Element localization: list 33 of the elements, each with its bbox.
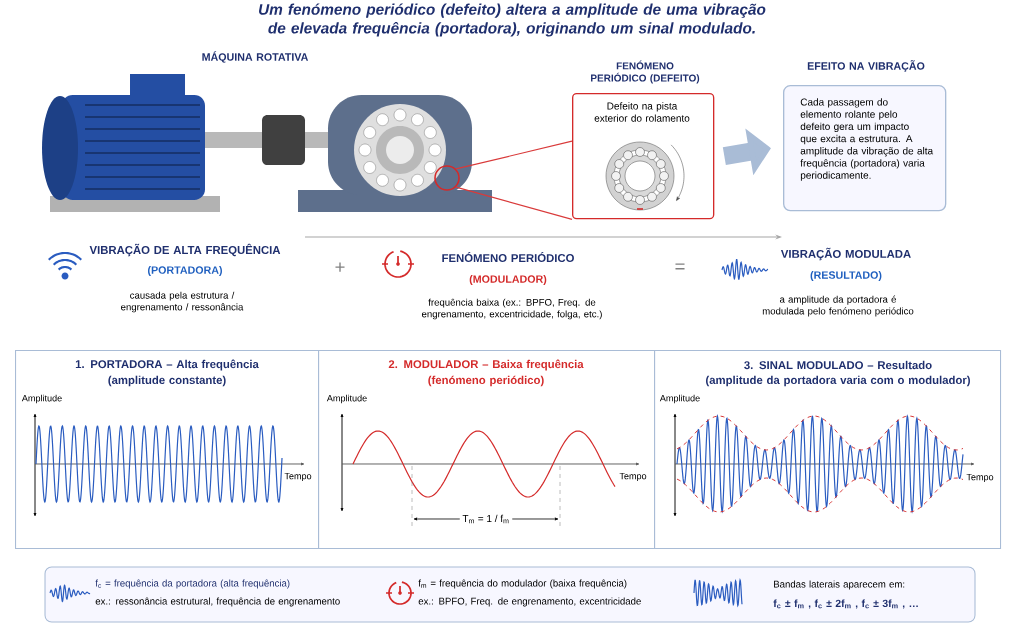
item-subheading: (RESULTADO) <box>810 271 882 281</box>
box-heading: FENÓMENO PERIÓDICO (DEFEITO) <box>591 60 700 84</box>
item-heading: VIBRAÇÃO DE ALTA FREQUÊNCIA <box>89 243 281 257</box>
equals-sign: = <box>675 263 685 270</box>
section-heading: MÁQUINA ROTATIVA <box>202 51 309 63</box>
item-heading: VIBRAÇÃO MODULADA <box>780 247 911 261</box>
item-heading: FENÓMENO PERIÓDICO <box>442 251 574 263</box>
defect-box: Defeito na pista exterior do rolamento <box>572 93 715 220</box>
highlight-circle <box>434 165 460 191</box>
info-box: Cada passagem do elemento rolante pelo defeito gera um impacto que excita a estrutura. A amplitude da vibração de alta frequência (portadora) varia periodicamente. <box>783 85 947 212</box>
leader-line <box>455 140 573 170</box>
plus-sign: + <box>335 262 345 272</box>
legend-text: ex.: ressonância estrutural, frequência de engrenamento <box>95 597 340 607</box>
axis-label: Tempo <box>284 472 312 482</box>
legend-text: ex.: BPFO, Freq. de engrenamento, excentricidade <box>418 597 641 607</box>
legend-text: f$_{m}$ = frequência do modulador (baixa frequência) <box>418 579 627 589</box>
legend-text: f$_{c}$ ± f$_{m}$ , f$_{c}$ ± 2f$_{m}$ , f$_{c}$ ± 3f$_{m}$ , … <box>773 599 918 609</box>
axis-label: Tempo <box>619 472 647 482</box>
item-description: frequência baixa (ex.: BPFO, Freq. de engrenamento, excentricidade, folga, etc.) <box>421 298 602 320</box>
box-heading: EFEITO NA VIBRAÇÃO <box>807 60 925 72</box>
axis-label: Amplitude <box>326 394 367 404</box>
item-subheading: (MODULADOR) <box>469 275 547 285</box>
axis-label: Tempo <box>966 473 994 483</box>
dimension-label: T$_{m}$ = 1 / f$_{m}$ <box>459 512 513 526</box>
item-description: a amplitude da portadora é modulada pelo fenómeno periódico <box>762 295 914 317</box>
axis-label: Amplitude <box>21 394 62 404</box>
legend-text: Bandas laterais aparecem em: <box>774 580 905 590</box>
leader-line <box>455 186 573 220</box>
axis-label: Amplitude <box>659 394 700 404</box>
item-subheading: (PORTADORA) <box>148 266 222 276</box>
legend-text: f$_{c}$ = frequência da portadora (alta frequência) <box>95 579 290 589</box>
item-description: causada pela estrutura / engrenamento / ressonância <box>121 291 244 313</box>
title: Um fenómeno periódico (defeito) altera a amplitude de uma vibração de elevada frequência (portadora), originando um sinal modulado. <box>259 3 766 37</box>
